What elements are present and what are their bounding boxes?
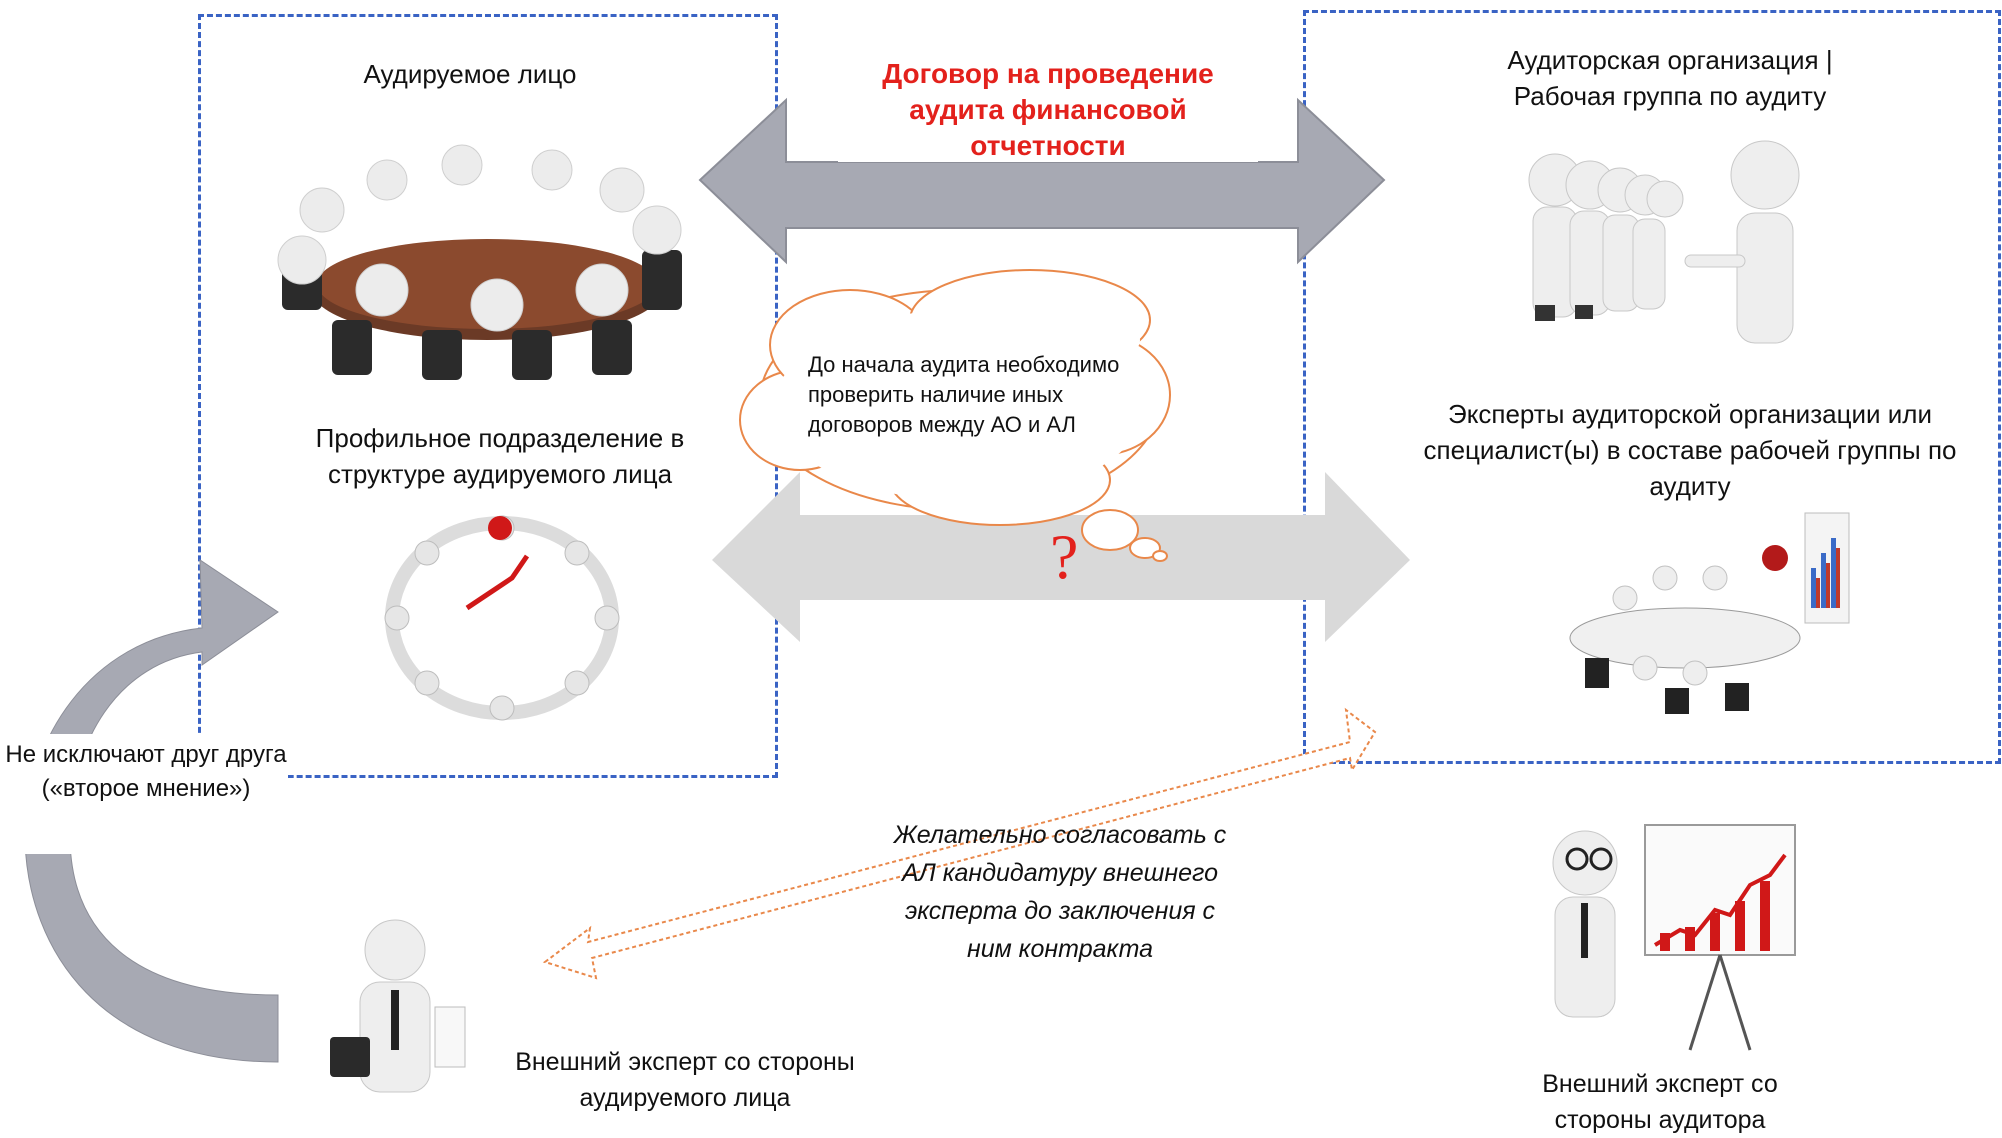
second-opinion-label-bg (4, 734, 288, 854)
question-mark-icon: ? (1050, 521, 1079, 592)
department-meeting-image (384, 515, 620, 721)
audit-experts-label: Эксперты аудиторской организации или спе… (1423, 399, 1957, 501)
round-table-meeting-image (277, 144, 682, 380)
thought-cloud-text: До начала аудита необходимо проверить на… (808, 352, 1120, 437)
external-expert-auditor-image (1552, 824, 1796, 1051)
audited-entity-title: Аудируемое лицо (363, 59, 577, 89)
expert-agreement-label: Желательно согласовать с АЛ кандидатуру … (893, 821, 1227, 963)
external-expert-entity-label: Внешний эксперт со стороны аудируемого л… (515, 1048, 855, 1112)
contract-label: Договор на проведение аудита финансовой … (882, 58, 1214, 161)
external-expert-entity-image (330, 919, 466, 1093)
second-opinion-label: Не исключают друг друга («второе мнение»… (5, 741, 287, 802)
audit-organization-box (1303, 10, 2001, 764)
profile-department-label: Профильное подразделение в структуре ауд… (315, 423, 685, 489)
audit-organization-title: Аудиторская организация | Рабочая группа… (1507, 45, 1833, 111)
experts-presentation-image (1569, 512, 1850, 714)
external-expert-auditor-label: Внешний эксперт со стороны аудитора (1542, 1070, 1778, 1134)
audit-team-image (1528, 140, 1800, 344)
